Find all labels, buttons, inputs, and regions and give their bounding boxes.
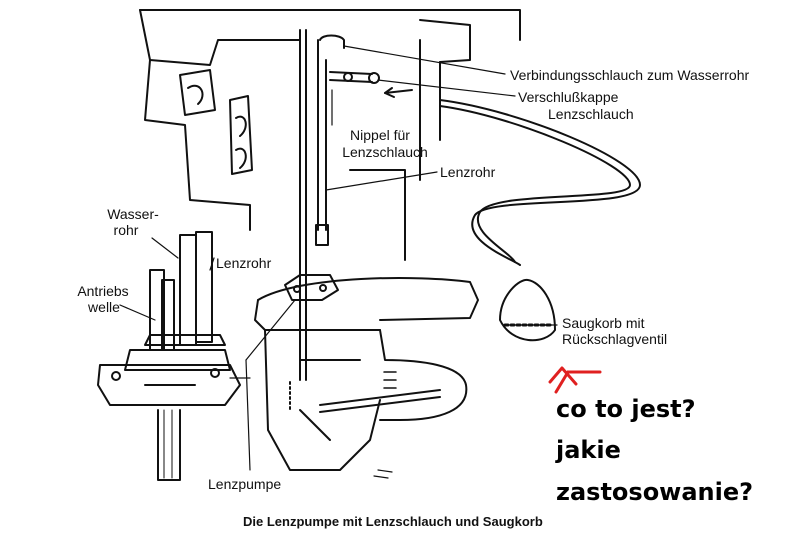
label-strainer-line2: Rückschlagventil [562,331,668,347]
label-nipple-line2: Lenzschlauch [342,144,428,160]
motor-housing [139,9,521,261]
question-line2: jakie [556,436,621,464]
drive-shaft-lines [299,29,307,381]
strainer-basket [499,278,556,342]
label-water-pipe-line1: Wasser- [107,206,159,222]
label-water-pipe-line2: rohr [113,222,139,238]
label-cap: Verschlußkappe [518,89,619,105]
label-strainer-line1: Saugkorb mit [562,315,645,331]
label-bilge-pump: Lenzpumpe [208,476,282,492]
label-drive-shaft-line1: Antriebs [77,283,129,299]
figure-caption: Die Lenzpumpe mit Lenzschlauch und Saugk… [243,514,543,529]
label-bilge-pipe-left: Lenzrohr [216,255,272,271]
leader-lines [119,45,558,471]
question-line3: zastosowanie? [556,478,754,506]
question-line1: co to jest? [556,395,696,423]
label-nipple-line1: Nippel für [350,127,410,143]
red-arrow [548,366,602,394]
label-bilge-pipe-top: Lenzrohr [440,164,496,180]
label-drive-shaft-line2: welle [88,299,120,315]
lower-unit [254,277,479,479]
label-bilge-hose: Lenzschlauch [548,106,634,122]
label-connecting-hose: Verbindungsschlauch zum Wasserrohr [510,67,750,83]
bilge-hose [384,87,641,266]
exploded-pump [97,231,241,481]
mounted-pump [284,34,380,301]
